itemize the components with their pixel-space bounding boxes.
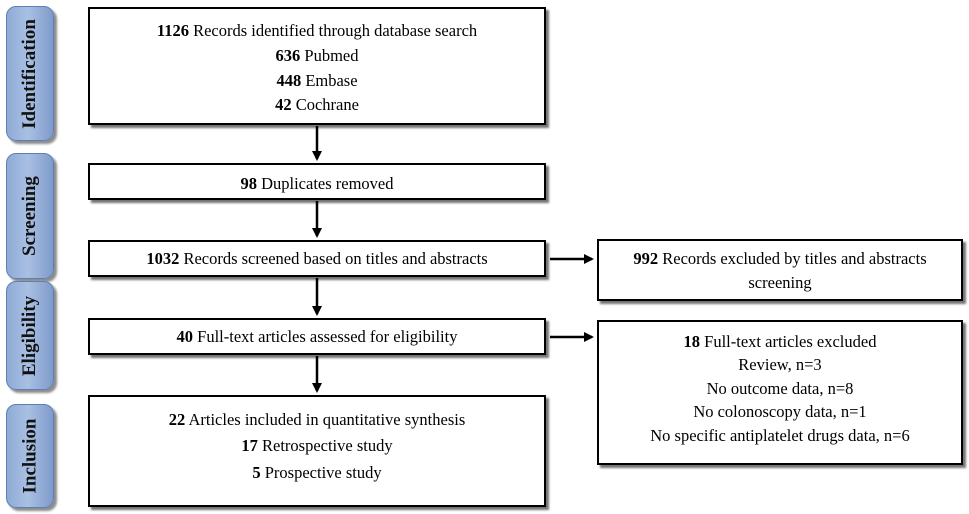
identification-box: 1126 Records identified through database…	[88, 7, 546, 125]
included-line: 22 Articles included in quantitative syn…	[90, 407, 544, 433]
source-pubmed-line: 636 Pubmed	[90, 44, 544, 69]
exclusion-reason: No outcome data, n=8	[706, 378, 854, 398]
records-identified-count: 1126	[156, 21, 189, 40]
retrospective-count: 17	[241, 436, 258, 456]
phase-eligibility: Eligibility	[6, 281, 54, 390]
screened-count: 1032	[146, 249, 180, 268]
prospective-text: Prospective study	[260, 462, 382, 482]
phase-inclusion: Inclusion	[6, 404, 54, 508]
source-pubmed-count: 636	[275, 45, 301, 65]
source-cochrane-line: 42 Cochrane	[90, 93, 544, 118]
exclusion-reason: No specific antiplatelet drugs data, n=6	[650, 425, 910, 445]
screened-text: Records screened based on titles and abs…	[179, 249, 488, 268]
excluded-screening-line: 992 Records excluded by titles and abstr…	[599, 247, 961, 271]
duplicates-line: 98 Duplicates removed	[90, 172, 544, 196]
duplicates-box: 98 Duplicates removed	[88, 163, 546, 200]
excluded-screening-line-2: screening	[748, 272, 812, 292]
phase-screening: Screening	[6, 153, 54, 279]
exclusion-reason: Review, n=3	[738, 355, 822, 375]
source-cochrane-text: Cochrane	[291, 95, 359, 115]
excluded-screening-count: 992	[633, 249, 659, 268]
screened-box: 1032 Records screened based on titles an…	[88, 240, 546, 277]
fulltext-box: 40 Full-text articles assessed for eligi…	[88, 318, 546, 355]
source-embase-count: 448	[276, 70, 302, 90]
included-text: Articles included in quantitative synthe…	[185, 410, 466, 429]
duplicates-text: Duplicates removed	[256, 174, 394, 193]
excluded-fulltext-count: 18	[683, 332, 701, 351]
prospective-line: 5 Prospective study	[90, 460, 544, 486]
fulltext-line: 40 Full-text articles assessed for eligi…	[90, 325, 544, 349]
excluded-fulltext-text: Full-text articles excluded	[700, 332, 877, 351]
records-identified-text: Records identified through database sear…	[188, 21, 478, 40]
source-pubmed-text: Pubmed	[300, 45, 359, 65]
excluded-screening-text: Records excluded by titles and abstracts	[658, 249, 927, 268]
fulltext-text: Full-text articles assessed for eligibil…	[193, 327, 458, 346]
excluded-fulltext-box: 18 Full-text articles excluded Review, n…	[597, 320, 963, 465]
records-identified-line: 1126 Records identified through database…	[90, 19, 544, 44]
fulltext-count: 40	[176, 327, 194, 346]
excluded-screening-box: 992 Records excluded by titles and abstr…	[597, 239, 963, 301]
excluded-fulltext-line: 18 Full-text articles excluded	[599, 330, 961, 353]
phase-identification: Identification	[6, 6, 54, 141]
retrospective-line: 17 Retrospective study	[90, 433, 544, 459]
prospective-count: 5	[252, 462, 261, 482]
included-box: 22 Articles included in quantitative syn…	[88, 395, 546, 507]
source-embase-text: Embase	[301, 70, 358, 90]
source-cochrane-count: 42	[275, 95, 292, 115]
exclusion-reason: No colonoscopy data, n=1	[693, 402, 867, 422]
screened-line: 1032 Records screened based on titles an…	[90, 247, 544, 271]
source-embase-line: 448 Embase	[90, 69, 544, 94]
duplicates-count: 98	[240, 174, 257, 193]
retrospective-text: Retrospective study	[257, 436, 393, 456]
included-count: 22	[168, 410, 186, 429]
